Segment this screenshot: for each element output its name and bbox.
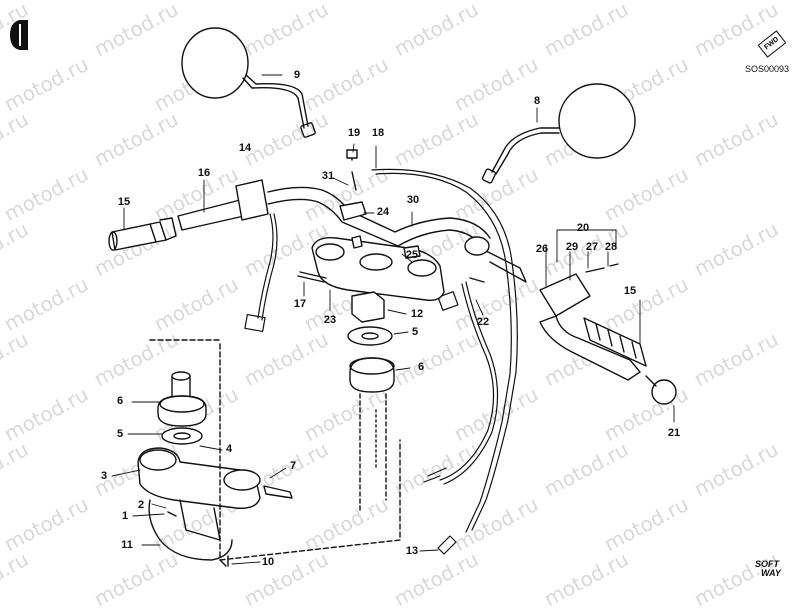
callout-20: 20 (576, 222, 590, 234)
mirror-right (481, 83, 636, 184)
callout-7: 7 (289, 460, 297, 472)
leader-lines (111, 74, 675, 565)
mirror-left (181, 27, 316, 138)
drawing-code: SOS00093 (745, 64, 790, 74)
callout-10: 10 (261, 556, 275, 568)
callout-3: 3 (100, 470, 108, 482)
callout-23: 23 (323, 314, 337, 326)
lower-triple-clamp (137, 339, 401, 567)
callout-15-left: 15 (117, 196, 131, 208)
steering-stem-parts (347, 291, 395, 511)
callout-1: 1 (121, 510, 129, 522)
upper-triple-clamp (311, 201, 445, 302)
right-control-assembly (539, 273, 677, 405)
callout-24: 24 (376, 206, 390, 218)
callout-13: 13 (405, 545, 419, 557)
binder-tab-icon (6, 18, 34, 52)
callout-4: 4 (225, 443, 233, 455)
callout-27: 27 (585, 241, 599, 253)
callout-11: 11 (121, 539, 133, 551)
cables (244, 168, 518, 555)
callout-16: 16 (197, 167, 211, 179)
callout-5-upper: 5 (411, 326, 419, 338)
callout-28: 28 (604, 241, 618, 253)
grip-left (108, 217, 177, 251)
callout-25: 25 (405, 249, 419, 261)
callout-8: 8 (533, 95, 541, 107)
callout-6-lower: 6 (116, 395, 124, 407)
callout-14: 14 (238, 142, 252, 154)
callout-6-upper: 6 (417, 361, 425, 373)
handlebar (177, 179, 527, 283)
callout-18: 18 (371, 127, 385, 139)
callout-22: 22 (476, 316, 490, 328)
callout-9: 9 (293, 69, 301, 81)
callout-31: 31 (321, 170, 335, 182)
callout-5-lower: 5 (116, 428, 124, 440)
callout-29: 29 (565, 241, 579, 253)
logo-line-2: WAY (761, 568, 781, 578)
bolts (219, 149, 619, 567)
callout-21: 21 (667, 427, 681, 439)
callout-15-right: 15 (623, 285, 637, 297)
callout-2: 2 (137, 499, 145, 511)
callout-19: 19 (347, 127, 361, 139)
logo-line-1: SOFT (755, 559, 779, 569)
softway-logo: SOFT WAY (755, 560, 781, 578)
callout-26: 26 (535, 243, 549, 255)
callout-30: 30 (406, 194, 420, 206)
callout-17: 17 (293, 298, 307, 310)
callout-12: 12 (410, 308, 424, 320)
